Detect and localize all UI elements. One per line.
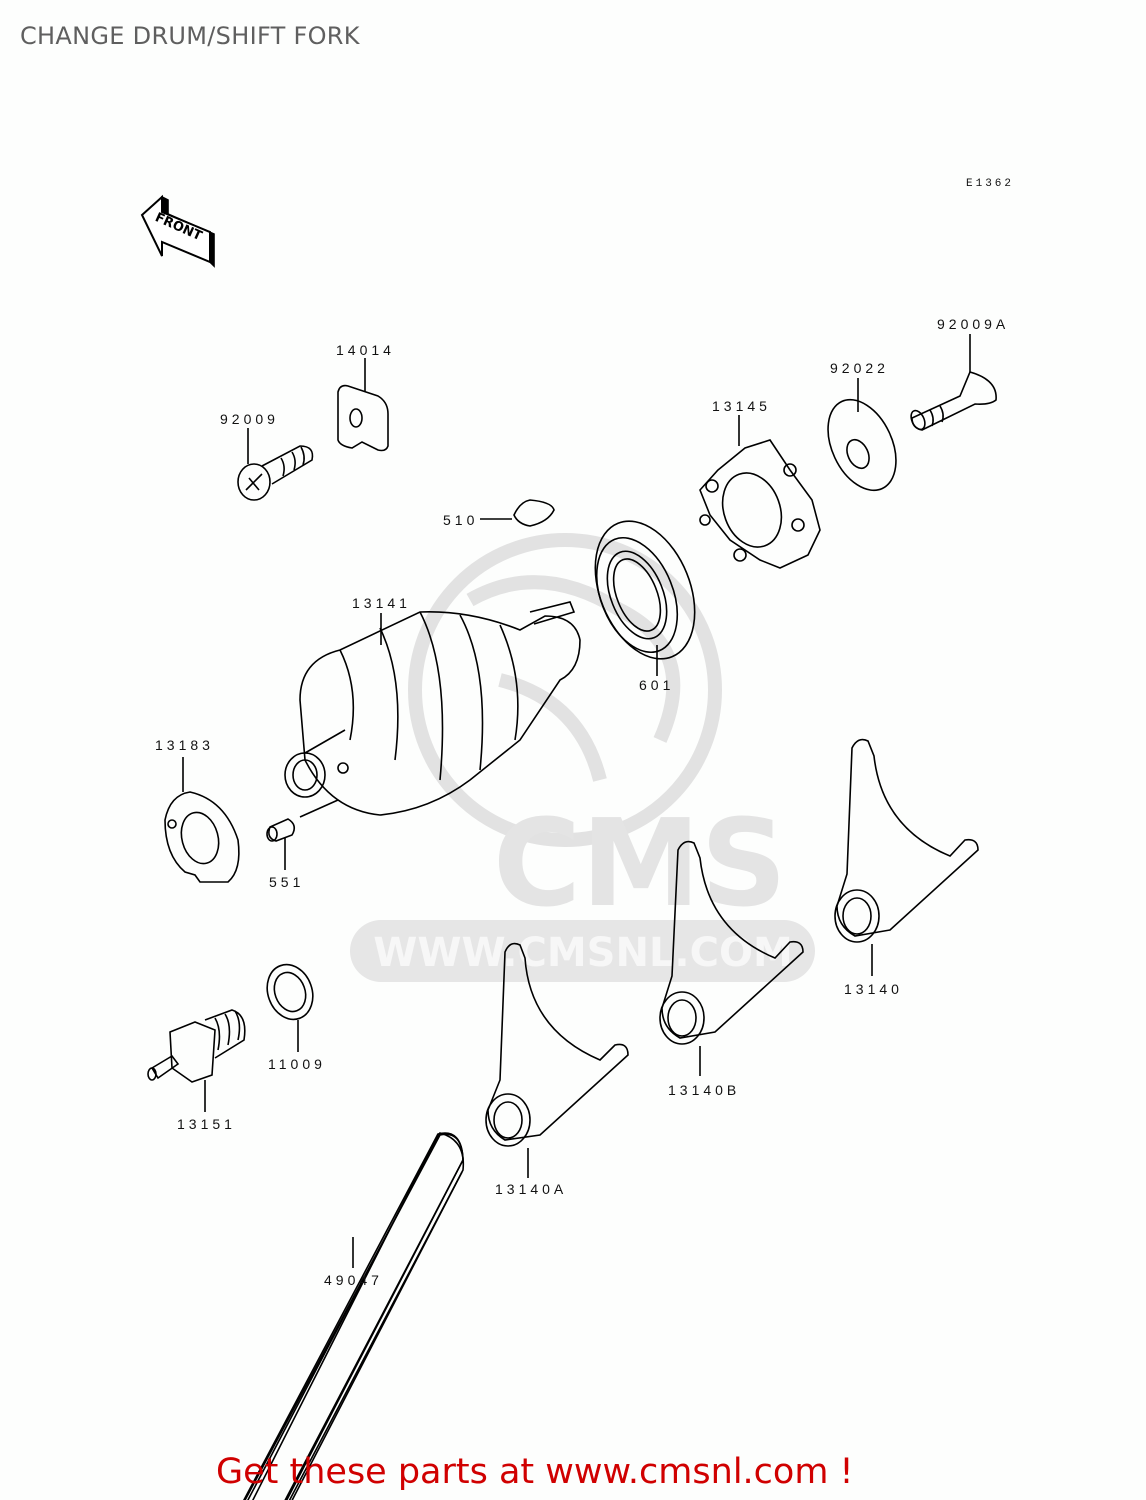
part-label[interactable]: 13151 — [177, 1116, 236, 1132]
part-label[interactable]: 49047 — [324, 1272, 383, 1288]
part-label[interactable]: 551 — [269, 874, 305, 890]
part-label[interactable]: 13183 — [155, 737, 214, 753]
part-label[interactable]: 92009 — [220, 411, 279, 427]
page-title: CHANGE DRUM/SHIFT FORK — [20, 22, 360, 50]
footer-promo-link[interactable]: Get these parts at www.cmsnl.com ! — [216, 1452, 854, 1492]
washer-92022 — [827, 378, 897, 492]
key-510 — [480, 499, 555, 527]
drum-plate-13145 — [699, 415, 821, 569]
part-label[interactable]: 13141 — [352, 595, 411, 611]
part-label[interactable]: 601 — [639, 677, 675, 693]
part-label[interactable]: 92009A — [937, 316, 1010, 332]
part-label[interactable]: 510 — [443, 512, 479, 528]
pin-551 — [266, 799, 339, 870]
watermark-logo: CMS — [493, 795, 787, 934]
bolt-92009 — [237, 428, 314, 501]
part-label[interactable]: 13145 — [712, 398, 771, 414]
shift-fork-13140 — [834, 738, 979, 976]
plate-13183 — [164, 757, 240, 883]
neutral-switch-13151 — [147, 1009, 246, 1112]
part-label[interactable]: 11009 — [268, 1056, 326, 1072]
bolt-92009A — [910, 334, 997, 431]
part-label[interactable]: 92022 — [830, 360, 889, 376]
part-label[interactable]: 13140B — [668, 1082, 741, 1098]
bearing-601 — [594, 520, 696, 676]
shift-fork-13140A — [485, 942, 629, 1178]
diagram-code: E1362 — [966, 178, 1015, 190]
watermark-url: WWW.CMSNL.COM — [373, 930, 793, 976]
plate-14014 — [337, 358, 389, 452]
shift-fork-13140B — [659, 840, 804, 1076]
washer-11009 — [266, 963, 314, 1052]
part-label[interactable]: 13140A — [495, 1181, 568, 1197]
shift-drum-13141 — [284, 601, 581, 816]
part-label[interactable]: 13140 — [844, 981, 903, 997]
part-label[interactable]: 14014 — [336, 342, 395, 358]
